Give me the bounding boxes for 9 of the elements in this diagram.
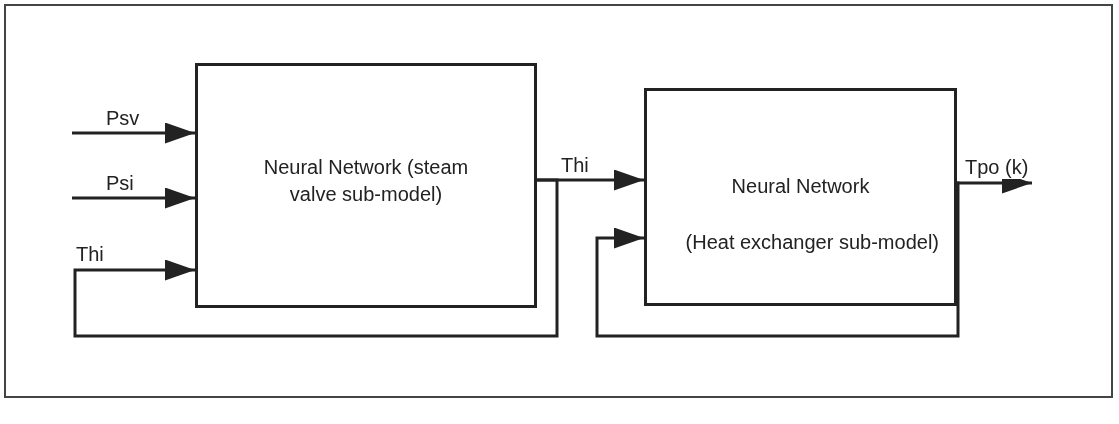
process-box bbox=[644, 88, 957, 306]
process-box bbox=[195, 63, 537, 308]
arrow bbox=[537, 169, 644, 191]
box-label: Neural Network (steam valve sub-model) bbox=[262, 155, 470, 207]
arrow bbox=[72, 187, 195, 209]
arrow bbox=[72, 122, 195, 144]
box-label: (Heat exchanger sub-model) bbox=[684, 230, 939, 255]
box-label: Neural Network bbox=[730, 174, 871, 199]
edge-label: Tpo (k) bbox=[963, 156, 1031, 179]
